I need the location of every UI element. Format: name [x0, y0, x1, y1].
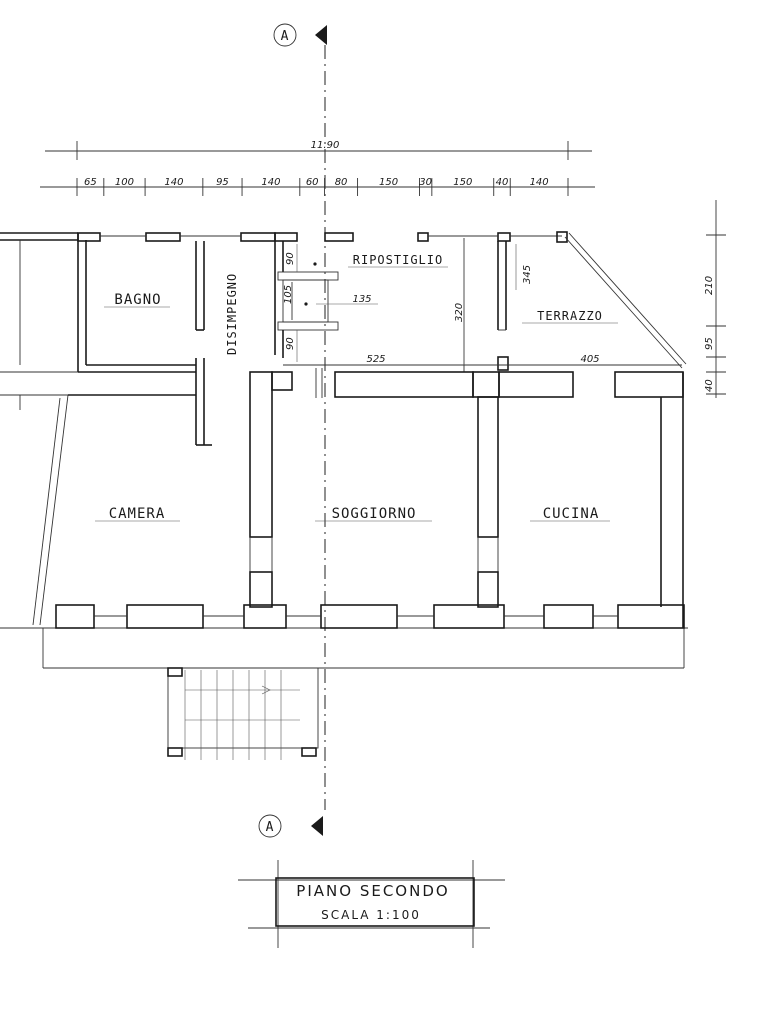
partial-dimension-label: 40	[496, 177, 509, 188]
partial-dimension-label: 30	[419, 177, 432, 188]
room-label-cucina: CUCINA	[543, 506, 600, 522]
section-letter-bottom: A	[266, 820, 275, 835]
partial-dimension-label: 150	[379, 177, 398, 188]
dimension-525: 525	[366, 354, 385, 365]
title-block: PIANO SECONDO SCALA 1:100	[238, 860, 505, 948]
room-label-soggiorno: SOGGIORNO	[332, 506, 417, 522]
partial-dimension-label: 140	[164, 177, 183, 188]
title-block-scale: SCALA 1:100	[321, 908, 421, 922]
interior-walls	[55, 241, 685, 629]
side-dimension-40: 40	[704, 379, 715, 392]
section-arrow-bottom	[311, 816, 323, 836]
partial-dimension-label: 140	[530, 177, 549, 188]
section-marker-bottom: A	[258, 814, 323, 838]
overall-dimension-label: 11.90	[311, 140, 340, 151]
side-dimension-210: 210	[704, 276, 715, 295]
room-label-ripostiglio: RIPOSTIGLIO	[353, 253, 443, 267]
interior-dimensions: 90 105 90 135 320 345 525 405	[283, 241, 600, 365]
partial-dimension-label: 80	[335, 177, 348, 188]
overall-dimension-line: 11.90	[45, 140, 592, 160]
partial-dimension-label: 65	[84, 177, 97, 188]
room-label-disimpegno: DISIMPEGNO	[225, 273, 239, 355]
partial-dimension-label: 150	[453, 177, 472, 188]
dimension-405: 405	[580, 354, 599, 365]
partial-dimension-label: 100	[115, 177, 134, 188]
dimension-90-bottom: 90	[285, 337, 296, 350]
dimension-105: 105	[283, 285, 294, 304]
room-label-terrazzo: TERRAZZO	[537, 309, 603, 323]
dimension-90-top: 90	[285, 252, 296, 265]
partial-dimension-chain: 65 100 140 95 140 60 80 150 30 150 40 140	[40, 177, 595, 196]
partial-dimension-label: 95	[216, 177, 229, 188]
section-arrow-top	[315, 25, 327, 45]
room-label-camera: CAMERA	[109, 506, 166, 522]
partial-dimension-label: 60	[306, 177, 319, 188]
partial-dimension-label: 140	[261, 177, 280, 188]
side-dimension-chain: 210 95 40	[704, 200, 726, 398]
room-labels: BAGNO DISIMPEGNO RIPOSTIGLIO TERRAZZO CA…	[95, 253, 618, 522]
dimension-320: 320	[454, 303, 465, 322]
dimension-135: 135	[352, 294, 371, 305]
room-label-bagno: BAGNO	[114, 292, 161, 308]
side-dimension-95: 95	[704, 337, 715, 350]
title-block-title: PIANO SECONDO	[296, 882, 449, 900]
section-letter-top: A	[281, 29, 290, 44]
dimension-345: 345	[522, 265, 533, 284]
exterior-walls	[0, 231, 688, 669]
staircase	[167, 667, 319, 760]
section-marker-top: A	[273, 23, 327, 47]
